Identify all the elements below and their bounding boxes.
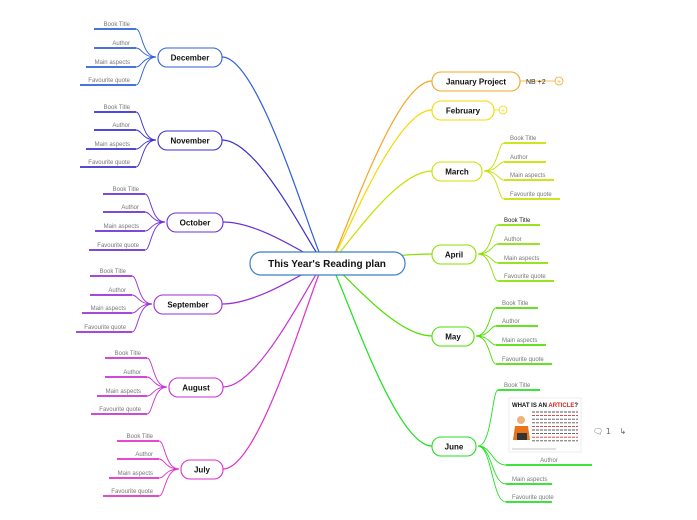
- subtopic-april-0[interactable]: Book Title: [504, 218, 531, 224]
- svg-text:+: +: [501, 108, 505, 114]
- topic-june-label: June: [445, 443, 464, 452]
- topic-december[interactable]: December: [157, 47, 223, 68]
- subtopic-may-0[interactable]: Book Title: [502, 301, 529, 307]
- topic-february-label: February: [446, 107, 481, 116]
- subtopic-october-2[interactable]: Main aspects: [104, 224, 139, 230]
- svg-text:+: +: [557, 79, 561, 85]
- subtopic-march-0[interactable]: Book Title: [510, 136, 537, 142]
- subtopic-june-3[interactable]: Favourite quote: [512, 495, 554, 501]
- connector-march: [328, 170, 433, 264]
- subtopic-july-0[interactable]: Book Title: [127, 434, 154, 440]
- subtopic-august-1[interactable]: Author: [123, 370, 141, 376]
- topic-july[interactable]: July: [180, 459, 224, 480]
- topic-may-label: May: [445, 333, 461, 342]
- connector-november: [221, 139, 326, 264]
- subtopic-march-1[interactable]: Author: [510, 155, 528, 161]
- subtopic-june-2[interactable]: Main aspects: [512, 477, 547, 483]
- subtopic-september-3[interactable]: Favourite quote: [84, 325, 126, 331]
- topic-extra-label: NB +2: [526, 79, 546, 86]
- topic-april[interactable]: April: [431, 244, 477, 265]
- svg-text:WHAT IS AN ARTICLE?: WHAT IS AN ARTICLE?: [512, 403, 578, 409]
- topic-october[interactable]: October: [166, 212, 224, 233]
- subtopic-july-3[interactable]: Favourite quote: [111, 489, 153, 495]
- topic-july-label: July: [194, 466, 211, 475]
- comment-count: 1: [605, 427, 611, 436]
- subtopic-december-2[interactable]: Main aspects: [95, 60, 130, 66]
- central-topic[interactable]: This Year's Reading plan: [249, 251, 406, 276]
- subtopic-october-3[interactable]: Favourite quote: [97, 243, 139, 249]
- subtopic-may-2[interactable]: Main aspects: [502, 338, 537, 344]
- comment-icon: 🗨: [593, 427, 604, 436]
- subtopic-august-0[interactable]: Book Title: [115, 351, 142, 357]
- subtopic-november-2[interactable]: Main aspects: [95, 142, 130, 148]
- subtopic-october-1[interactable]: Author: [121, 205, 139, 211]
- comment-indicator[interactable]: 🗨 1 ↳: [593, 427, 626, 436]
- connector-february: [328, 109, 433, 264]
- connector-july: [222, 262, 326, 470]
- expand-icon[interactable]: +: [498, 105, 508, 115]
- subtopic-august-3[interactable]: Favourite quote: [99, 407, 141, 413]
- central-topic-label: This Year's Reading plan: [268, 259, 386, 270]
- subtopic-september-2[interactable]: Main aspects: [91, 306, 126, 312]
- subtopic-november-1[interactable]: Author: [112, 123, 130, 129]
- subtopic-october-0[interactable]: Book Title: [113, 187, 140, 193]
- connector-lines: [76, 28, 592, 503]
- subtopic-september-1[interactable]: Author: [108, 288, 126, 294]
- subtopic-november-0[interactable]: Book Title: [104, 105, 131, 111]
- topic-february[interactable]: February: [431, 100, 495, 121]
- subtopic-april-1[interactable]: Author: [504, 237, 522, 243]
- topic-september-label: September: [167, 301, 208, 310]
- subtopic-december-1[interactable]: Author: [112, 41, 130, 47]
- subtopic-august-2[interactable]: Main aspects: [106, 389, 141, 395]
- topic-december-label: December: [171, 54, 210, 63]
- connector-june: [328, 262, 433, 447]
- topic-october-label: October: [180, 219, 211, 228]
- subtopic-march-3[interactable]: Favourite quote: [510, 192, 552, 198]
- subtopic-may-3[interactable]: Favourite quote: [502, 357, 544, 363]
- subtopic-april-3[interactable]: Favourite quote: [504, 274, 546, 280]
- subtopic-april-2[interactable]: Main aspects: [504, 256, 539, 262]
- subtopic-december-3[interactable]: Favourite quote: [88, 78, 130, 84]
- topic-november-label: November: [170, 137, 209, 146]
- topic-january-label: January Project: [446, 78, 506, 87]
- topic-august-label: August: [182, 384, 210, 393]
- topic-august[interactable]: August: [168, 377, 224, 398]
- subtopic-november-3[interactable]: Favourite quote: [88, 160, 130, 166]
- link-icon: ↳: [619, 427, 627, 436]
- topic-june[interactable]: June: [431, 436, 477, 457]
- topic-november[interactable]: November: [157, 130, 223, 151]
- subtopic-june-0[interactable]: Book Title: [504, 383, 531, 389]
- subtopic-september-0[interactable]: Book Title: [100, 269, 127, 275]
- subtopic-march-2[interactable]: Main aspects: [510, 173, 545, 179]
- connector-august: [222, 262, 326, 388]
- topic-march-label: March: [445, 168, 469, 177]
- topic-march[interactable]: March: [431, 161, 483, 182]
- subtopic-may-1[interactable]: Author: [502, 319, 520, 325]
- expand-icon[interactable]: +: [554, 76, 564, 86]
- topic-september[interactable]: September: [153, 294, 223, 315]
- topic-april-label: April: [445, 251, 463, 260]
- subtopic-june-1[interactable]: Author: [540, 458, 558, 464]
- topic-january[interactable]: January Project NB +2: [431, 71, 546, 92]
- subtopic-december-0[interactable]: Book Title: [104, 22, 131, 28]
- article-thumbnail-image[interactable]: WHAT IS AN ARTICLE?: [508, 397, 582, 453]
- subtopic-july-2[interactable]: Main aspects: [118, 471, 153, 477]
- topic-may[interactable]: May: [431, 326, 475, 347]
- connector-december: [221, 56, 326, 264]
- subtopic-july-1[interactable]: Author: [135, 452, 153, 458]
